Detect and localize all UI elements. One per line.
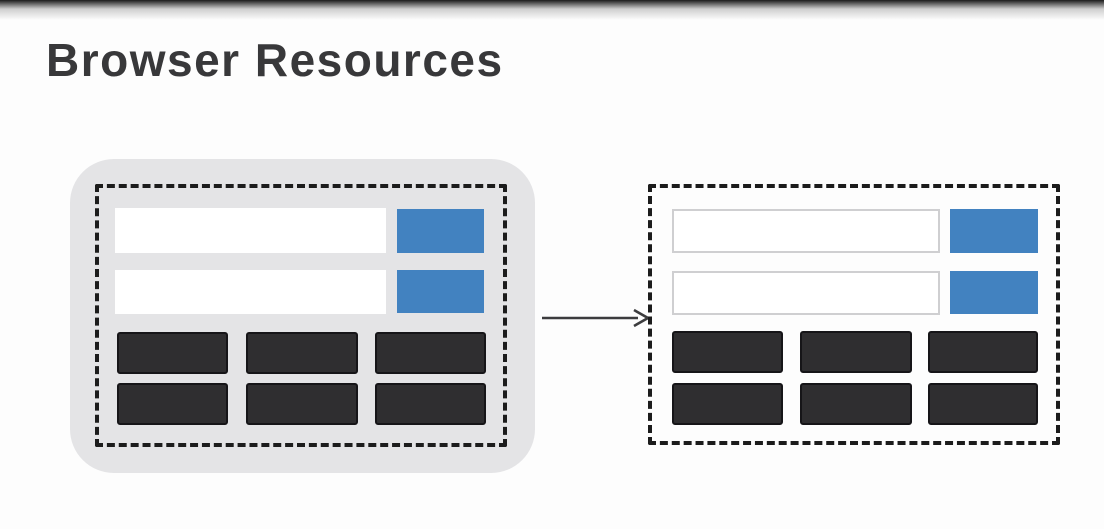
content-block <box>928 331 1038 373</box>
content-block <box>375 383 486 425</box>
resource-bar <box>672 271 940 315</box>
content-block <box>672 331 783 373</box>
blue-button <box>397 209 484 253</box>
resource-bar <box>672 209 940 253</box>
content-block <box>928 383 1038 425</box>
resource-bar <box>115 270 386 314</box>
slide-title: Browser Resources <box>46 33 504 86</box>
content-block <box>117 383 228 425</box>
blue-button <box>950 209 1038 253</box>
content-block <box>800 383 912 425</box>
content-block <box>246 332 358 374</box>
page-dashed-outline-right <box>648 184 1060 445</box>
page-dashed-outline-left <box>95 184 507 447</box>
content-block <box>375 332 486 374</box>
blue-button <box>950 271 1038 314</box>
content-block <box>246 383 358 425</box>
top-vignette-gradient <box>0 0 1104 20</box>
blue-button <box>397 270 484 313</box>
content-block <box>800 331 912 373</box>
right-arrow-icon <box>542 308 651 328</box>
resource-bar <box>115 208 386 253</box>
content-block <box>672 383 783 425</box>
content-block <box>117 332 228 374</box>
